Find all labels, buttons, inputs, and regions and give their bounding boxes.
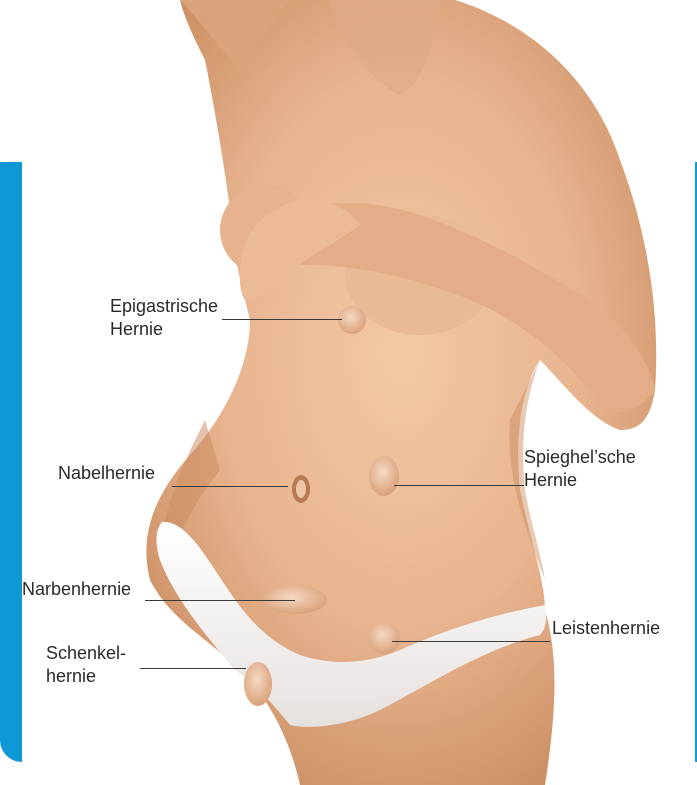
leader-umbilical — [172, 486, 288, 487]
leader-femoral — [140, 668, 246, 669]
inguinal-bulge — [368, 622, 400, 654]
navel-inner — [296, 480, 306, 498]
spigelian-bulge — [369, 456, 399, 496]
leader-inguinal — [392, 641, 550, 642]
epigastric-bulge — [338, 306, 366, 334]
label-incisional-hernia: Narbenhernie — [22, 578, 131, 601]
label-femoral-hernia: Schenkel- hernie — [46, 642, 126, 688]
femoral-bulge — [244, 662, 272, 706]
label-umbilical-hernia: Nabelhernie — [58, 462, 155, 485]
leader-spigelian — [394, 485, 524, 486]
leader-incisional — [145, 600, 295, 601]
label-epigastric-hernia: Epigastrische Hernie — [110, 295, 218, 341]
label-spigelian-hernia: Spieghel’sche Hernie — [524, 446, 636, 492]
leader-epigastric — [222, 319, 342, 320]
label-inguinal-hernia: Leistenhernie — [552, 617, 660, 640]
